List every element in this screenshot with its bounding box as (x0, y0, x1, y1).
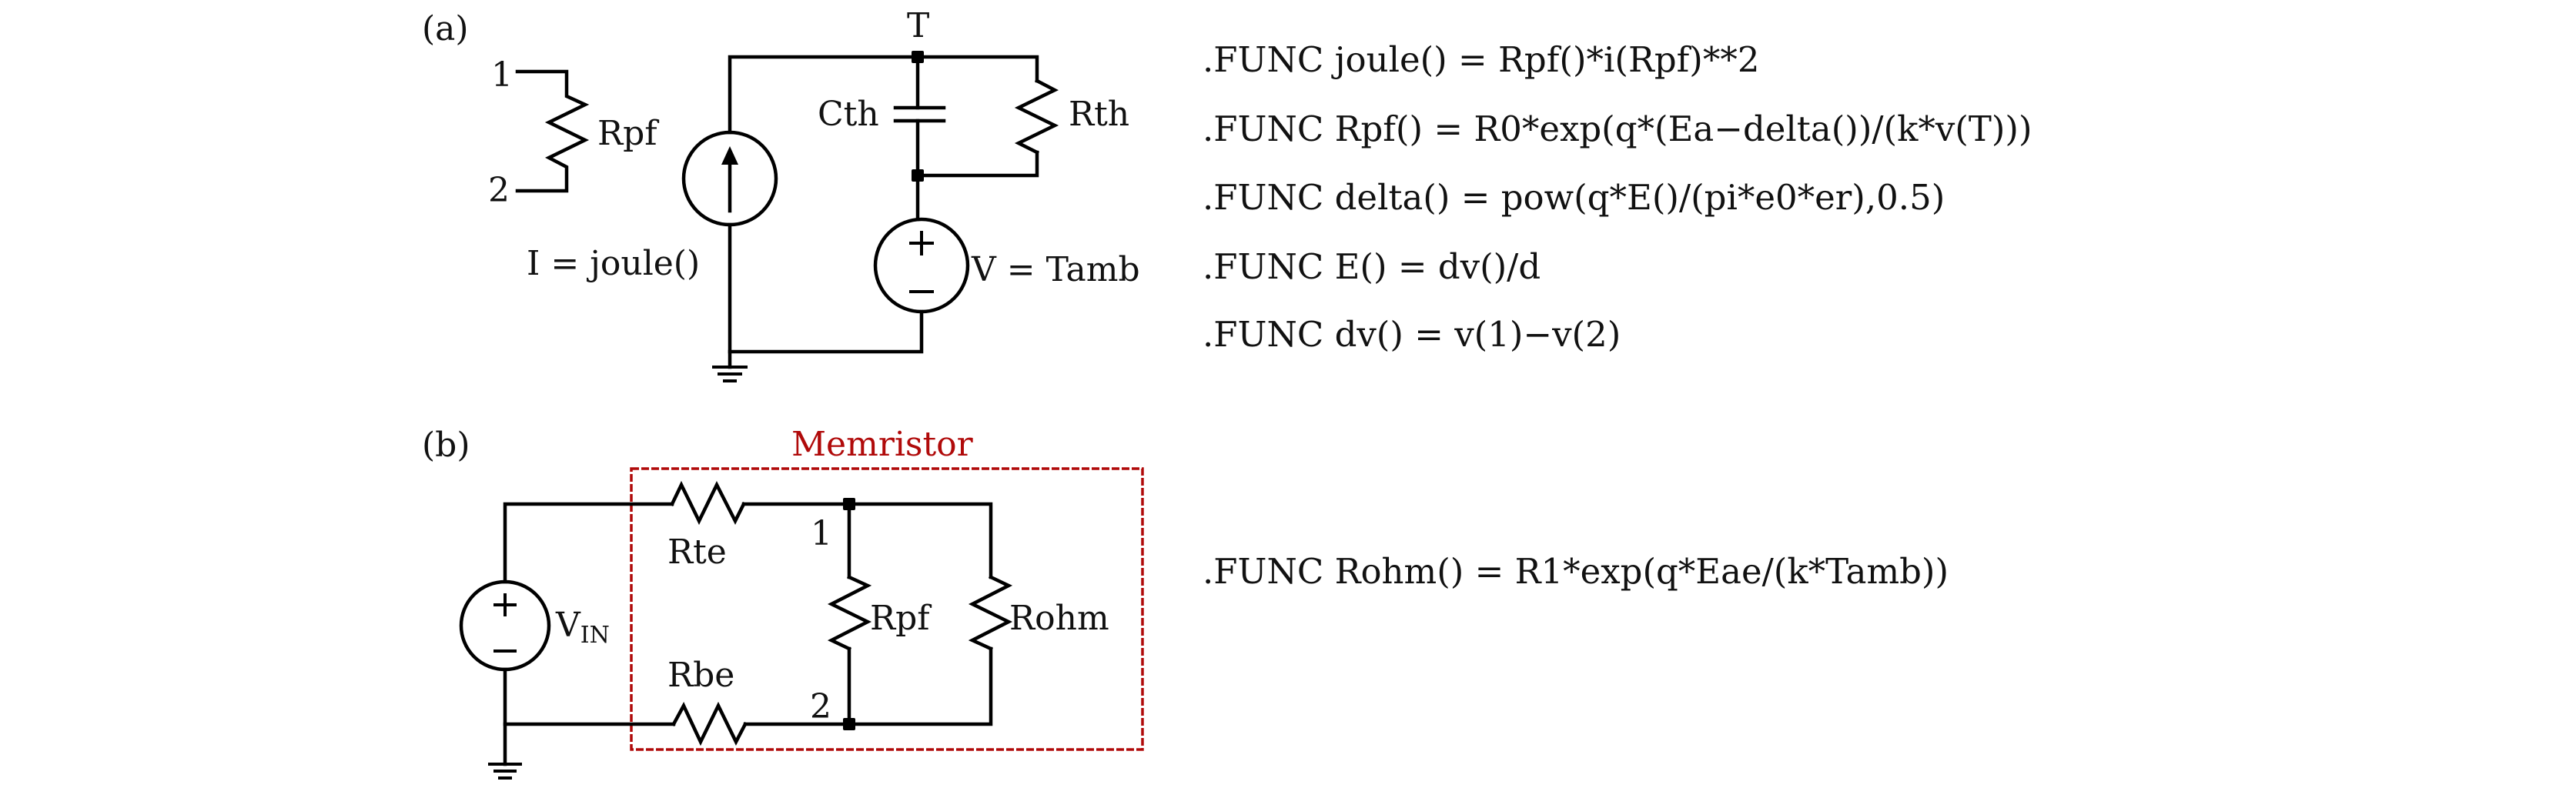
node-lower (912, 169, 924, 182)
panel-a: (a) 1 2 Rpf T Cth (422, 6, 2032, 382)
pin2-label: 2 (488, 171, 510, 210)
function-rohm: .FUNC Rohm() = R1*exp(q*Eae/(k*Tamb)) (1203, 551, 1949, 592)
panel-b: (b) Memristor Rte Rbe 1 2 Rpf Rohm (422, 425, 1949, 780)
voltage-source-label: V = Tamb (971, 250, 1140, 289)
node-1-label: 1 (811, 514, 832, 553)
current-source-icon (681, 130, 778, 227)
resistor-icon (515, 69, 590, 193)
voltage-source-icon (459, 579, 551, 672)
panel-a-label: (a) (422, 9, 469, 48)
memristor-box (630, 467, 1144, 751)
node-t (912, 51, 924, 63)
function-dv: .FUNC dv() = v(1)−v(2) (1203, 314, 1621, 355)
wire-ground-return (728, 309, 924, 354)
capacitor-icon (893, 105, 946, 123)
node-2 (843, 718, 855, 730)
wire-top-right (741, 502, 993, 579)
resistor-icon (669, 480, 747, 526)
current-source-label: I = joule() (527, 244, 700, 283)
ground-icon (712, 366, 748, 382)
pin1-label: 1 (491, 55, 513, 95)
ground-icon (488, 763, 522, 780)
rbe-label: Rbe (667, 656, 734, 695)
thermal-circuit: T Cth Rth I = joule() (527, 6, 1140, 382)
inner-rpf-label: Rpf (870, 599, 932, 638)
wire-rth-bottom (915, 150, 1039, 178)
panel-b-label: (b) (422, 426, 470, 465)
rpf-label: Rpf (597, 114, 659, 153)
wire-vin-top (503, 502, 674, 584)
vin-main: V (555, 606, 581, 645)
vin-label: VIN (555, 606, 610, 649)
function-joule: .FUNC joule() = Rpf()*i(Rpf)**2 (1203, 39, 1759, 80)
resistor-icon (827, 575, 872, 652)
function-delta: .FUNC delta() = pow(q*E()/(pi*e0*er),0.5… (1203, 177, 1945, 218)
node-2-label: 2 (810, 687, 831, 726)
rte-label: Rte (667, 533, 727, 572)
vin-subscript: IN (580, 622, 610, 649)
function-rpf: .FUNC Rpf() = R0*exp(q*(Ea−delta())/(k*v… (1203, 109, 2032, 149)
resistor-icon (1014, 78, 1059, 155)
rohm-label: Rohm (1009, 599, 1109, 638)
cth-label: Cth (818, 95, 879, 134)
function-list-a: .FUNC joule() = Rpf()*i(Rpf)**2 .FUNC Rp… (1203, 39, 2032, 355)
node-t-label: T (907, 6, 929, 45)
rth-label: Rth (1069, 95, 1129, 134)
resistor-icon (671, 701, 748, 746)
voltage-source-icon (873, 217, 970, 314)
resistor-icon (968, 574, 1013, 651)
wire-top (728, 55, 1039, 135)
wire-bottom-right (743, 646, 993, 726)
memristor-title: Memristor (791, 425, 974, 464)
function-e: .FUNC E() = dv()/d (1203, 246, 1541, 287)
rpf-subcircuit: 1 2 Rpf (488, 55, 659, 210)
node-1 (843, 498, 855, 510)
